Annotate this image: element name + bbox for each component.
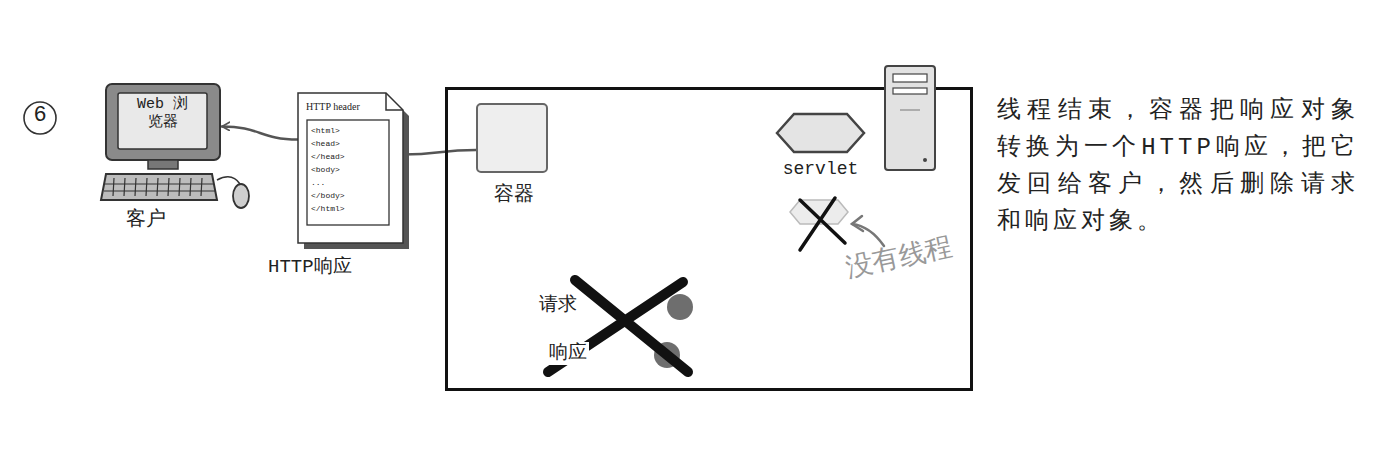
node-label: 容器 <box>454 183 574 207</box>
removed-thread <box>790 198 848 250</box>
code-line: ... <box>311 178 387 188</box>
text-holder: </head> <box>311 152 387 162</box>
description-text: 线程结束，容器把响应对象转换为一个HTTP响应，把它发回给客户，然后删除请求和响… <box>997 92 1359 240</box>
node-label: servlet <box>756 159 885 181</box>
text-holder: HTTP响应 <box>268 256 408 279</box>
text-holder: ... <box>311 178 387 188</box>
code-line: <head> <box>311 139 387 149</box>
response-connector <box>403 150 476 155</box>
http-response-document: HTTP header <html> <head> </head> <body>... <… <box>298 93 403 243</box>
delete-cross <box>548 280 688 372</box>
code-line: <body> <box>311 165 387 175</box>
text-holder: HTTP header <box>306 101 396 113</box>
screen-text: Web 浏览器 <box>136 96 190 132</box>
text-holder: </html> <box>311 204 387 214</box>
header-text: HTTP header <box>306 101 396 113</box>
text-holder: <html> <box>311 126 387 136</box>
text-holder: 请求 <box>537 294 597 317</box>
text-holder: Web 浏览器 <box>120 96 205 132</box>
container-box: 容器 <box>476 103 548 173</box>
text-holder: 线程结束，容器把响应对象转换为一个HTTP响应，把它发回给客户，然后删除请求和响… <box>997 92 1359 240</box>
object-label: 请求 <box>537 294 579 317</box>
leader-arrow <box>852 216 884 246</box>
server-tower <box>885 66 935 170</box>
callout-note: 没有线程 <box>843 225 977 284</box>
object-label: 响应 <box>547 342 589 365</box>
code-line: </head> <box>311 152 387 162</box>
text-holder: 响应 <box>547 342 607 365</box>
code-line: </body> <box>311 191 387 201</box>
request-object: 请求 <box>667 294 693 320</box>
text-holder: 没有线程 <box>846 252 976 284</box>
response-connector <box>222 126 298 139</box>
callout-number: 6 <box>24 103 56 129</box>
text-holder: servlet <box>756 159 885 181</box>
text-holder: 6 <box>24 103 56 129</box>
code-line: </html> <box>311 204 387 214</box>
servlet-hexagon: servlet <box>776 113 865 153</box>
callout-circle <box>24 102 56 134</box>
code-line: <html> <box>311 126 387 136</box>
node-label: 客户 <box>100 208 192 232</box>
node-label: HTTP响应 <box>268 256 408 279</box>
hexagon-outline <box>776 113 865 153</box>
client-computer: Web 浏览器客户 <box>100 80 222 240</box>
text-holder: 客户 <box>100 208 192 232</box>
text-holder: </body> <box>311 191 387 201</box>
text-holder: <body> <box>311 165 387 175</box>
text-holder: <head> <box>311 139 387 149</box>
text-holder: 容器 <box>454 183 574 207</box>
